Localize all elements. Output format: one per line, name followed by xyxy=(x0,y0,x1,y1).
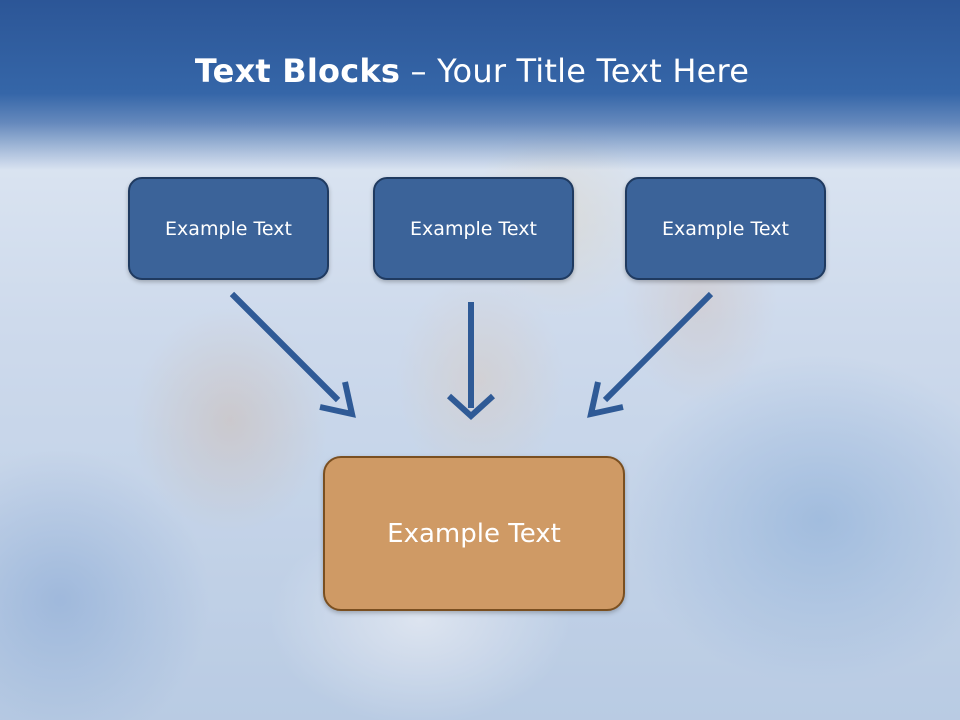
arrow-down-icon[interactable] xyxy=(446,302,496,421)
text-block-2[interactable]: Example Text xyxy=(373,177,574,280)
title-band xyxy=(0,0,960,170)
text-block-3-label: Example Text xyxy=(662,217,789,240)
title-separator: – xyxy=(410,52,427,90)
text-block-2-label: Example Text xyxy=(410,217,537,240)
text-block-3[interactable]: Example Text xyxy=(625,177,826,280)
main-text-block-label: Example Text xyxy=(387,518,561,549)
arrow-down-left-icon[interactable] xyxy=(587,291,714,418)
text-block-1-label: Example Text xyxy=(165,217,292,240)
slide-title[interactable]: Text Blocks – Your Title Text Here xyxy=(0,52,944,90)
title-rest-text: Your Title Text Here xyxy=(437,52,750,90)
text-block-1[interactable]: Example Text xyxy=(128,177,329,280)
main-text-block[interactable]: Example Text xyxy=(323,456,625,611)
arrow-down-right-icon[interactable] xyxy=(229,291,356,418)
title-bold-text: Text Blocks xyxy=(194,52,401,90)
